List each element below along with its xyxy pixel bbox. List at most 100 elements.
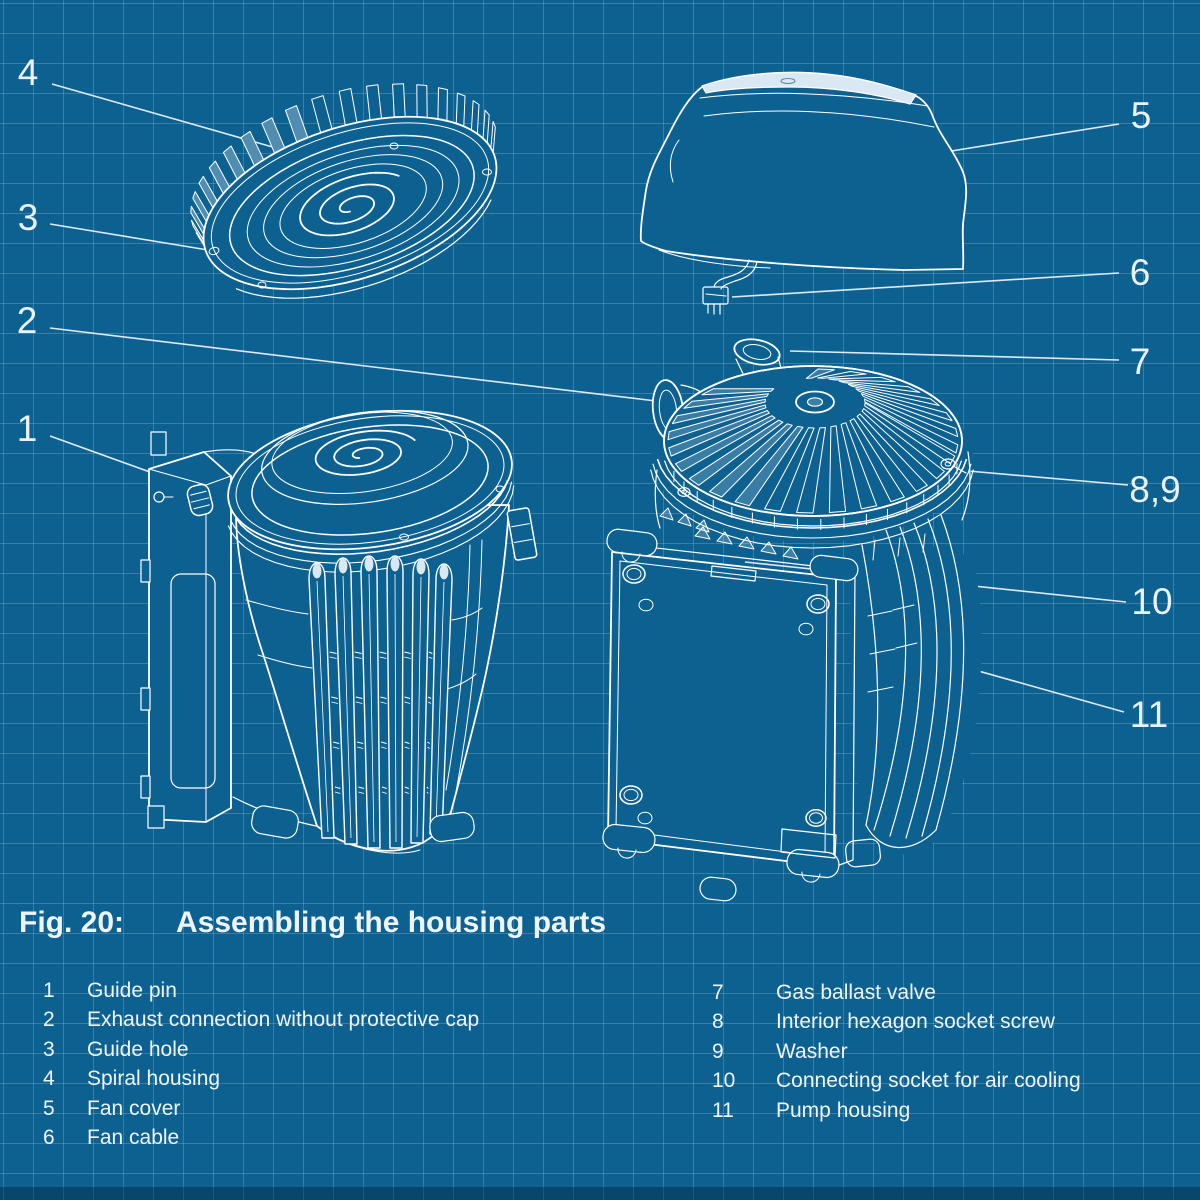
fan-wheel-fin	[734, 425, 804, 507]
fan-wheel-fin	[796, 427, 826, 514]
legend-num: 11	[712, 1098, 734, 1122]
fin-rung	[333, 746, 340, 749]
fin-rung	[380, 696, 387, 699]
fan-wheel-fin	[849, 418, 905, 503]
fan-wheel-fin	[805, 368, 835, 379]
callout-3: 3	[18, 197, 39, 238]
pump-cooling-fins	[308, 555, 453, 849]
fin-rung	[381, 786, 387, 789]
fan-cable-wire	[713, 259, 750, 288]
air-cooling-socket-slot	[710, 565, 757, 582]
pump-inner-drum	[261, 410, 469, 505]
plate-corner-cap	[606, 528, 658, 557]
fin-rung	[427, 746, 430, 749]
fan-wheel-fin	[671, 398, 766, 425]
fan-wheel-fin	[675, 415, 776, 472]
cooling-fin	[334, 557, 358, 845]
pump-body-side-fin	[455, 539, 483, 793]
figure-number: Fig. 20:	[19, 906, 125, 939]
callout-6: 6	[1130, 252, 1151, 293]
plate-corner-cap	[809, 554, 859, 582]
mounting-plate-tab	[140, 687, 151, 711]
cooling-fin-cap	[416, 559, 426, 575]
leader-line-8-9	[956, 469, 1129, 486]
fan-wheel-fin	[764, 427, 815, 512]
fin-rung	[427, 741, 430, 744]
pump-rim-ring	[251, 424, 489, 536]
legend-num: 8	[712, 1010, 724, 1034]
flange-arc	[235, 480, 509, 556]
callout-1: 1	[17, 408, 38, 449]
fin-rung	[428, 656, 433, 659]
pump-rim-inner	[235, 415, 505, 545]
legend-label: Fan cable	[87, 1125, 180, 1149]
legend-label: Fan cover	[87, 1096, 181, 1120]
pump-housing-foot	[845, 838, 881, 868]
callout-4: 4	[18, 52, 39, 93]
fan-wheel-fin	[848, 383, 940, 406]
fan-wheel-fin	[688, 419, 784, 486]
flange-arc	[652, 463, 972, 539]
housing-fin	[338, 88, 358, 128]
washer-flange-arcs	[650, 458, 974, 549]
motor-body-side	[654, 469, 661, 529]
fan-wheel-fin	[828, 376, 896, 383]
spiral-housing-ring	[263, 154, 444, 259]
fin-rung	[357, 741, 364, 744]
pump-side-connector	[506, 507, 538, 561]
fin-rung	[381, 741, 387, 744]
callout-11: 11	[1130, 694, 1168, 735]
callout-labels: 4 3 2 1 5 6 7 8,9 10 11	[17, 52, 1181, 735]
fan-cover-band-line	[699, 92, 929, 107]
cooling-fin-edge	[368, 573, 375, 843]
cooling-fin-edge	[342, 575, 352, 839]
guide-hole	[208, 142, 492, 289]
fin-rung	[355, 701, 363, 704]
cooling-fin	[410, 558, 430, 844]
legend-num: 2	[43, 1008, 55, 1032]
fin-rung	[381, 746, 387, 749]
fin-rung	[333, 741, 340, 744]
plate-corner-cap	[602, 823, 656, 854]
fin-rung	[404, 701, 411, 704]
leader-line-3	[49, 223, 215, 252]
fan-wheel-outer-rim	[663, 365, 963, 517]
fan-cover-drawing	[639, 71, 968, 315]
cooling-fin-edge	[416, 576, 422, 838]
front-plate-drawing	[602, 528, 859, 902]
spiral-housing-bottom-edge	[235, 199, 492, 299]
fan-wheel-fin	[856, 413, 928, 492]
pump-flange-arcs	[227, 480, 515, 573]
legend-num: 4	[43, 1067, 55, 1091]
fin-rung	[354, 656, 362, 659]
pump-body-side-fin	[445, 544, 471, 791]
fan-wheel-fin	[667, 404, 767, 441]
socket-screw-and-washer	[677, 458, 967, 501]
fan-cover-crease	[669, 139, 680, 183]
fan-cover-bottom-opening	[658, 249, 771, 269]
plate-foot	[699, 876, 737, 902]
housing-fin	[437, 87, 448, 124]
plate-holes	[619, 564, 830, 827]
fin-rung	[329, 656, 337, 659]
fan-cover-band-line	[703, 110, 935, 128]
pump-body-crease	[245, 599, 313, 669]
cooling-fin-cap	[338, 558, 348, 574]
flange-arc	[230, 481, 513, 564]
legend-num: 1	[43, 979, 55, 1002]
fin-rung	[404, 656, 411, 659]
fin-rung	[334, 786, 341, 789]
pump-foot	[429, 811, 475, 843]
fin-rung	[379, 651, 387, 654]
motor-assembly-drawing	[602, 338, 982, 902]
fin-rung	[428, 651, 433, 654]
cooling-fin-edge	[316, 580, 329, 833]
fin-rung	[426, 786, 429, 789]
